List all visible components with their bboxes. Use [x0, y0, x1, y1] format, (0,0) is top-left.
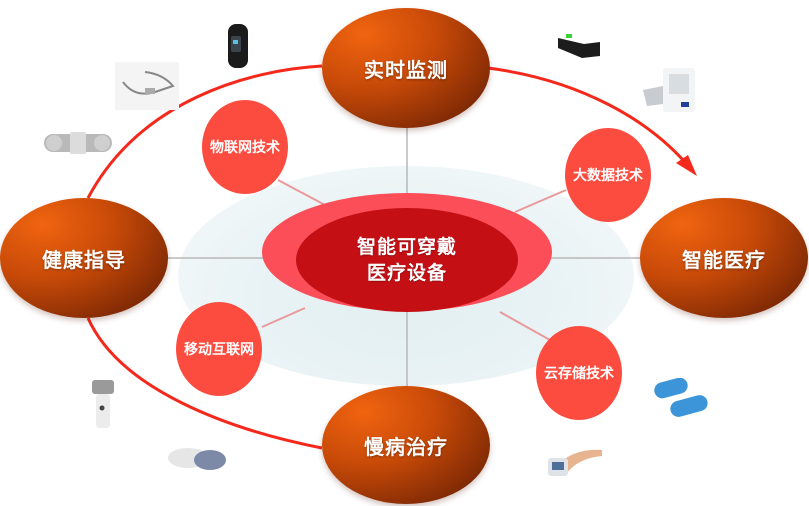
node-realtime-monitoring[interactable]: 实时监测	[322, 8, 490, 128]
patch-sensor-icon	[42, 128, 114, 158]
tech-label: 物联网技术	[210, 140, 280, 156]
node-label: 实时监测	[364, 57, 448, 82]
tech-label: 云存储技术	[544, 366, 614, 382]
wrist-oximeter-icon	[544, 442, 604, 482]
center-node: 智能可穿戴 医疗设备	[296, 208, 518, 312]
tech-node-big-data[interactable]: 大数据技术	[565, 128, 651, 222]
center-title-line1: 智能可穿戴	[356, 236, 457, 258]
chest-strap-icon	[556, 30, 602, 60]
insulin-patch-icon	[166, 438, 230, 474]
nebulizer-icon	[90, 378, 116, 430]
tech-label: 移动互联网	[184, 342, 254, 358]
tech-label: 大数据技术	[573, 168, 643, 184]
node-chronic-disease-treatment[interactable]: 慢病治疗	[322, 386, 490, 504]
node-label: 智能医疗	[682, 247, 766, 272]
center-title-line2: 医疗设备	[366, 262, 447, 284]
node-label: 慢病治疗	[364, 434, 448, 459]
node-health-guidance[interactable]: 健康指导	[0, 198, 168, 318]
tens-pads-icon	[654, 378, 712, 420]
tech-node-iot[interactable]: 物联网技术	[202, 100, 288, 194]
smart-band-icon	[222, 22, 254, 70]
tech-node-cloud-storage[interactable]: 云存储技术	[536, 326, 622, 420]
node-smart-healthcare[interactable]: 智能医疗	[640, 198, 808, 318]
node-label: 健康指导	[42, 247, 126, 272]
tech-node-mobile-internet[interactable]: 移动互联网	[176, 302, 262, 396]
blood-pressure-monitor-icon	[643, 68, 697, 112]
smart-glasses-icon	[115, 62, 179, 110]
